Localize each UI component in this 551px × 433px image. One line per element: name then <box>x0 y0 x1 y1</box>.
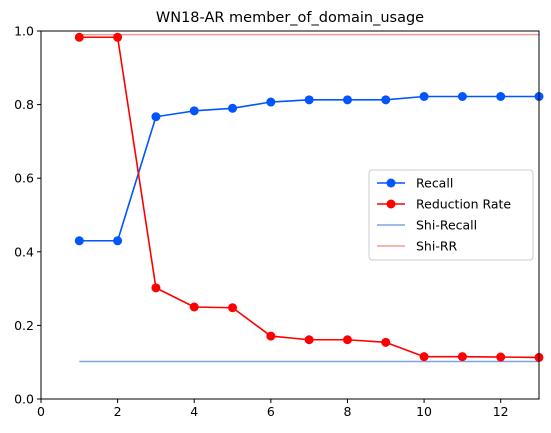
y-tick-label: 0.6 <box>14 171 34 186</box>
y-tick-label: 0.8 <box>14 97 34 112</box>
recall-point <box>228 103 238 113</box>
x-tick-label: 6 <box>267 404 275 419</box>
x-tick-label: 10 <box>416 404 432 419</box>
recall-point <box>381 95 391 105</box>
legend-marker-recall <box>386 178 396 188</box>
y-tick-label: 0.4 <box>14 244 34 259</box>
x-tick-label: 8 <box>343 404 351 419</box>
plot-frame <box>40 30 540 400</box>
y-axis: 0.0 0.2 0.4 0.6 0.8 1.0 <box>14 24 41 407</box>
x-tick-label: 4 <box>190 404 198 419</box>
x-tick-label: 12 <box>493 404 509 419</box>
reduction-rate-point <box>342 335 352 345</box>
x-axis: 0 2 4 6 8 10 12 <box>37 399 509 419</box>
recall-point <box>342 95 352 105</box>
legend-label-reduction-rate: Reduction Rate <box>416 197 511 212</box>
recall-point <box>457 92 467 102</box>
recall-point <box>189 106 199 116</box>
reduction-rate-point <box>457 352 467 362</box>
legend-box <box>368 169 534 261</box>
legend-label-recall: Recall <box>416 176 453 191</box>
recall-point <box>419 92 429 102</box>
reduction-rate-point <box>151 283 161 293</box>
chart-title: WN18-AR member_of_domain_usage <box>156 10 424 26</box>
x-tick-label: 2 <box>114 404 122 419</box>
reduction-rate-point <box>266 331 276 341</box>
series-layer <box>74 32 544 363</box>
y-tick-label: 1.0 <box>14 24 34 39</box>
recall-point <box>113 236 123 246</box>
reduction-rate-point <box>304 335 314 345</box>
reduction-rate-point <box>496 352 506 362</box>
reduction-rate-point <box>228 303 238 313</box>
recall-point <box>304 95 314 105</box>
legend-label-shi-rr: Shi-RR <box>416 239 458 254</box>
reduction-rate-point <box>381 337 391 347</box>
recall-point <box>74 236 84 246</box>
reduction-rate-point <box>189 302 199 312</box>
recall-point <box>151 112 161 122</box>
reduction-rate-point <box>74 32 84 42</box>
y-tick-label: 0.0 <box>14 392 34 407</box>
reduction-rate-point <box>113 32 123 42</box>
x-tick-label: 0 <box>37 404 45 419</box>
legend-label-shi-recall: Shi-Recall <box>416 218 477 233</box>
legend-marker-reduction-rate <box>386 199 396 209</box>
recall-point <box>496 92 506 102</box>
recall-point <box>266 97 276 107</box>
y-tick-label: 0.2 <box>14 318 34 333</box>
reduction-rate-point <box>419 352 429 362</box>
